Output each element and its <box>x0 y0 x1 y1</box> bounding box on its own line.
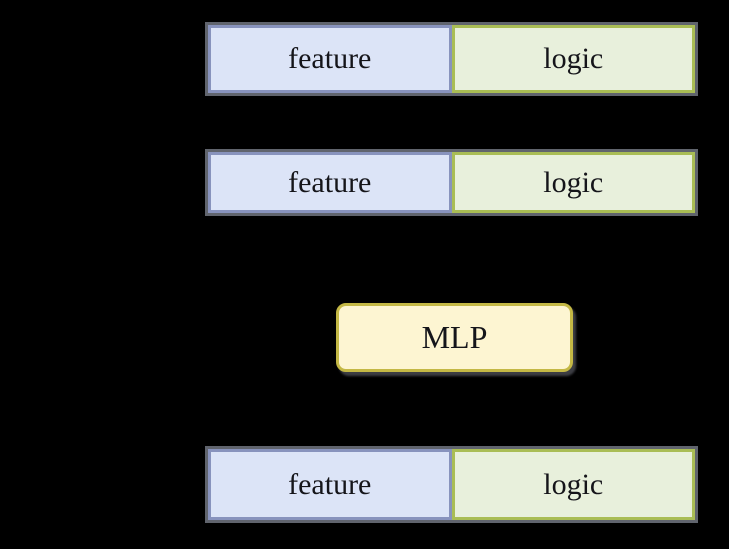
feature-box: feature <box>208 152 452 213</box>
vector-bar-middle: feature logic <box>208 152 695 213</box>
logic-box: logic <box>451 152 695 213</box>
vector-bar-top: feature logic <box>208 25 695 93</box>
feature-box: feature <box>208 25 452 93</box>
logic-box: logic <box>451 25 695 93</box>
logic-box: logic <box>451 449 695 520</box>
vector-bar-bottom: feature logic <box>208 449 695 520</box>
mlp-box: MLP <box>336 303 573 372</box>
feature-box: feature <box>208 449 452 520</box>
